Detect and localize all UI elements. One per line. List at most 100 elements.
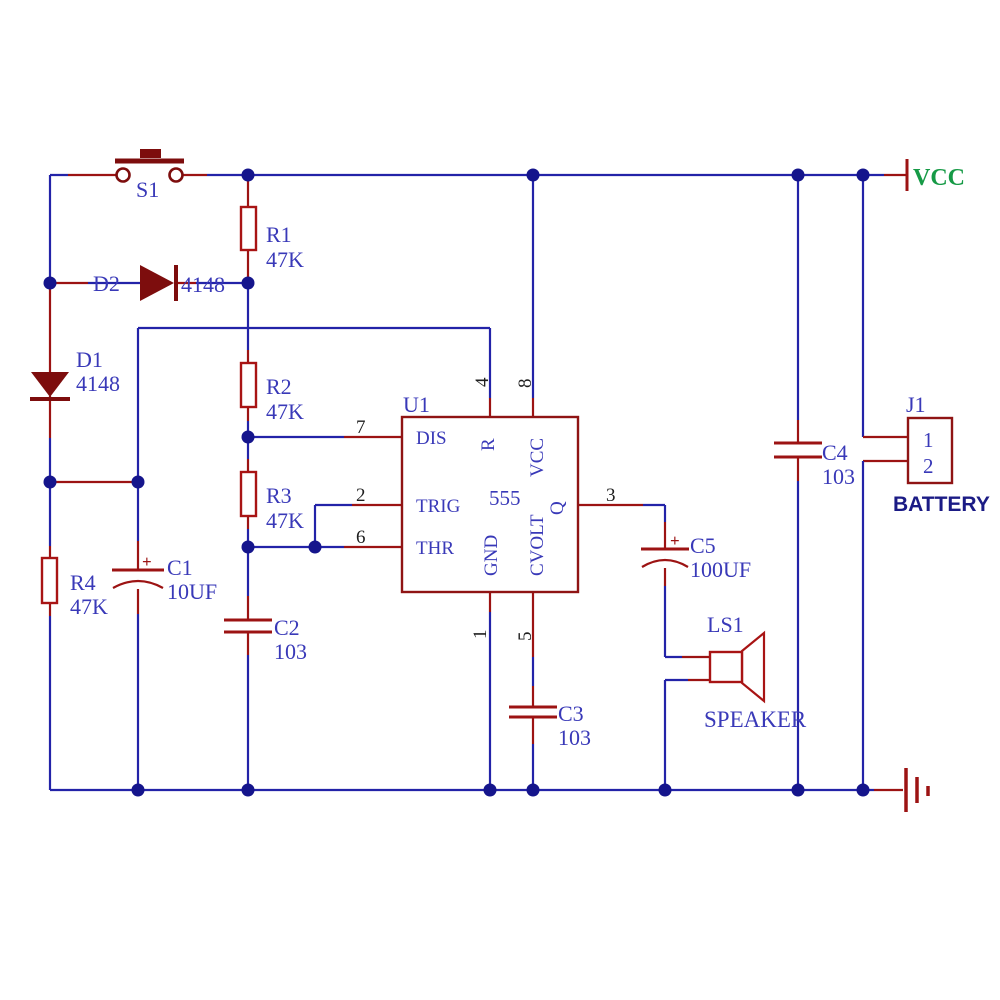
ground-symbol	[904, 768, 930, 812]
capacitor-curved-plate	[112, 579, 164, 589]
label-c1-value: 10UF	[167, 579, 217, 604]
resistor-r4: R4 47K	[40, 556, 108, 619]
switch-s1: S1	[115, 149, 184, 202]
junction-dot	[43, 475, 57, 489]
diode-d1: D1 4148	[30, 347, 120, 401]
capacitor-curved-plate	[641, 558, 689, 568]
junction-dot	[241, 276, 255, 290]
switch-terminal	[115, 167, 131, 183]
ic-pin-label-thr: THR	[416, 538, 454, 559]
pin-number-5: 5	[515, 632, 536, 642]
pin-number-1: 1	[470, 630, 491, 640]
label-r2-value: 47K	[266, 399, 304, 424]
wire-segments	[48, 173, 908, 792]
label-d2-value: 4148	[181, 272, 225, 297]
label-c2-ref: C2	[274, 615, 300, 640]
label-c5-value: 100UF	[690, 557, 751, 582]
label-c2-value: 103	[274, 639, 307, 664]
connector-body	[906, 416, 954, 485]
pin-number-2: 2	[356, 485, 366, 506]
junction-dot	[43, 276, 57, 290]
label-battery: BATTERY	[893, 493, 990, 516]
connector-j1: J1 1 2 BATTERY	[893, 392, 990, 516]
resistor-body	[239, 205, 258, 252]
resistor-r1: R1 47K	[239, 205, 304, 272]
junction-dot	[241, 540, 255, 554]
label-r3-value: 47K	[266, 508, 304, 533]
label-c1-ref: C1	[167, 555, 193, 580]
j1-pin-2: 2	[923, 454, 934, 478]
speaker-cone	[740, 630, 766, 704]
speaker-ls1: LS1 SPEAKER	[704, 612, 807, 732]
label-c5-ref: C5	[690, 533, 716, 558]
junction-dot	[241, 783, 255, 797]
junction-dot	[856, 783, 870, 797]
ic-u1-555: U1 DIS TRIG THR R VCC Q GND CVOLT 555 7 …	[356, 377, 616, 641]
ic-pin-label-gnd: GND	[481, 535, 502, 576]
polarity-plus: +	[142, 552, 152, 571]
junction-dot	[526, 168, 540, 182]
label-c3-ref: C3	[558, 701, 584, 726]
label-c4-value: 103	[822, 464, 855, 489]
label-r2-ref: R2	[266, 374, 292, 399]
ic-pin-label-cvolt: CVOLT	[527, 514, 548, 576]
label-ls1-ref: LS1	[707, 612, 744, 637]
junction-dot	[483, 783, 497, 797]
label-c3-value: 103	[558, 725, 591, 750]
pin-number-8: 8	[515, 379, 536, 389]
label-r4-ref: R4	[70, 570, 96, 595]
polarity-plus: +	[670, 531, 680, 550]
label-c4-ref: C4	[822, 440, 848, 465]
junction-dot	[131, 475, 145, 489]
label-d1-value: 4148	[76, 371, 120, 396]
label-u1-ref: U1	[403, 392, 430, 417]
junction-dot	[658, 783, 672, 797]
junction-dot	[241, 430, 255, 444]
vcc-net-label: VCC	[913, 165, 965, 191]
junction-dot	[791, 168, 805, 182]
diode-triangle	[140, 265, 174, 301]
junction-dot	[856, 168, 870, 182]
ic-pin-label-trig: TRIG	[416, 496, 461, 517]
pin-number-6: 6	[356, 527, 366, 548]
j1-pin-1: 1	[923, 428, 934, 452]
label-r1-ref: R1	[266, 222, 292, 247]
capacitor-c3: C3 103	[509, 701, 591, 750]
switch-actuator	[140, 149, 161, 158]
junction-dot	[241, 168, 255, 182]
capacitor-c1: + C1 10UF	[112, 552, 217, 604]
label-s1-ref: S1	[136, 177, 159, 202]
junction-dot	[308, 540, 322, 554]
label-d1-ref: D1	[76, 347, 103, 372]
pin-number-4: 4	[472, 377, 493, 387]
junction-dot	[791, 783, 805, 797]
resistor-body	[239, 361, 258, 409]
label-j1-ref: J1	[906, 392, 926, 417]
label-r1-value: 47K	[266, 247, 304, 272]
pin-number-3: 3	[606, 485, 616, 506]
label-speaker: SPEAKER	[704, 707, 807, 732]
capacitor-c5: + C5 100UF	[641, 531, 751, 582]
pin-number-7: 7	[356, 417, 366, 438]
junction-dot	[526, 783, 540, 797]
resistor-r2: R2 47K	[239, 361, 304, 424]
label-r3-ref: R3	[266, 483, 292, 508]
resistor-r3: R3 47K	[239, 470, 304, 533]
switch-terminal	[168, 167, 184, 183]
capacitor-c2: C2 103	[224, 615, 307, 664]
resistor-body	[40, 556, 59, 605]
label-r4-value: 47K	[70, 594, 108, 619]
label-d2-ref: D2	[93, 271, 120, 296]
resistor-body	[239, 470, 258, 518]
ic-pin-label-r: R	[478, 438, 499, 451]
junction-dot	[131, 783, 145, 797]
diode-d2: D2 4148	[93, 265, 225, 301]
diode-triangle	[31, 372, 69, 397]
ic-pin-label-vcc: VCC	[527, 438, 548, 477]
junction-dots	[43, 168, 870, 797]
ic-pin-label-dis: DIS	[416, 428, 447, 449]
speaker-body	[708, 650, 744, 684]
ic-part-number: 555	[489, 486, 521, 510]
ic-pin-label-q: Q	[547, 501, 568, 515]
